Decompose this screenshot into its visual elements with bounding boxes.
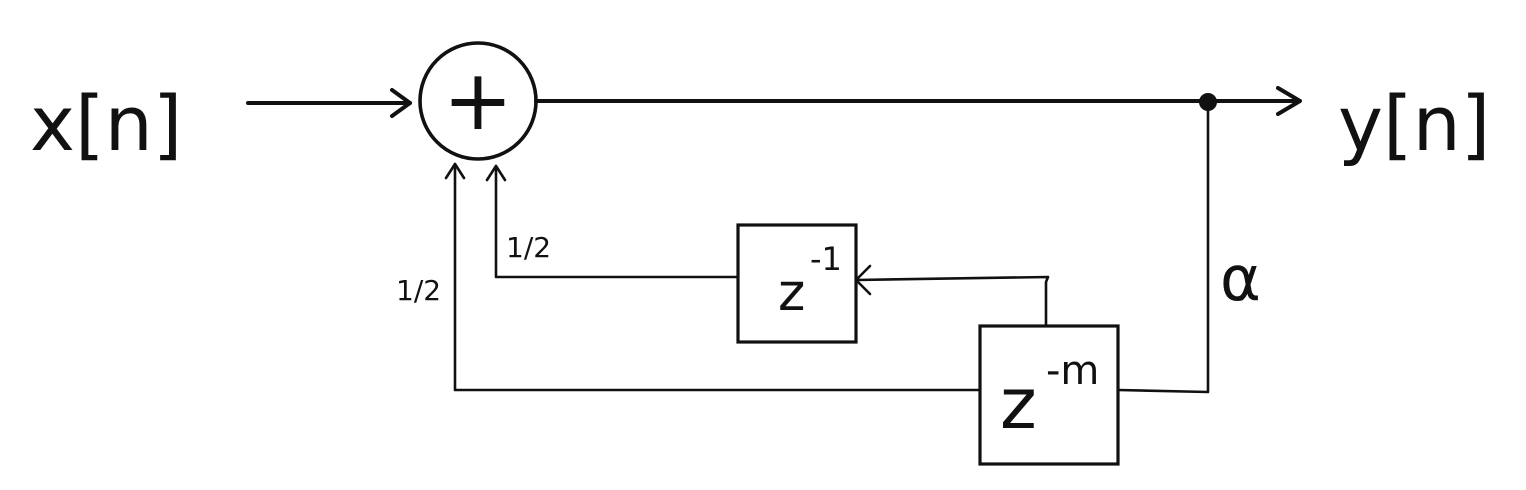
delay-block-long: z -m — [978, 324, 1120, 466]
input-label: x[n] — [30, 79, 182, 168]
summing-junction: + — [418, 41, 538, 161]
output-label: y[n] — [1338, 79, 1490, 168]
feedback-line — [1116, 100, 1210, 394]
long-path-gain-label: 1/2 — [396, 274, 441, 307]
short-path-gain-label: 1/2 — [506, 231, 551, 264]
delay-block-short: z -1 — [736, 223, 858, 344]
delay-chain-arrow — [854, 264, 1050, 328]
delay-short-base: z — [778, 263, 805, 323]
adder-symbol: + — [443, 51, 513, 149]
short-path-arrow — [485, 164, 740, 279]
output-arrow — [534, 86, 1302, 116]
delay-long-base: z — [1000, 363, 1037, 445]
long-path-arrow — [444, 162, 982, 392]
delay-long-exponent: -m — [1046, 348, 1099, 394]
delay-short-exponent: -1 — [810, 240, 842, 278]
feedback-gain-label: α — [1220, 242, 1261, 315]
input-arrow — [246, 88, 412, 118]
